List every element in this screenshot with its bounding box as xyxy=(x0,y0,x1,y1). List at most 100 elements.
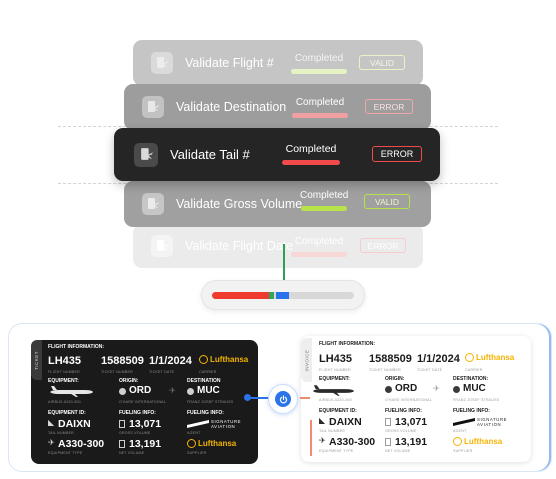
equipment-type-label: EQUIPMENT TYPE xyxy=(48,451,83,455)
net-volume: 13,191 xyxy=(395,436,428,448)
tail-number: DAIXN xyxy=(329,416,362,428)
validation-title: Validate Gross Volume xyxy=(176,197,303,211)
validation-status: Completed xyxy=(300,190,349,201)
net-volume: 13,191 xyxy=(129,438,162,450)
flight-info-header: FLIGHT INFORMATION: xyxy=(319,341,376,347)
destination-code: MUC xyxy=(463,383,486,394)
agent-name: SIGNATURE AVIATION xyxy=(211,419,242,429)
signature-aviation-logo-icon xyxy=(187,420,209,428)
connector-line xyxy=(283,244,285,280)
ticket-date-label: TICKET DATE xyxy=(417,368,443,372)
ticket-connector-line xyxy=(247,397,269,399)
supplier-label: SUPPLIER xyxy=(187,451,207,455)
flight-number: LH435 xyxy=(319,353,353,365)
validation-row-flight-number[interactable]: Validate Flight # Completed VALID xyxy=(133,40,423,86)
ticket-connector-dot xyxy=(244,394,251,401)
fuel-doc-icon xyxy=(385,418,391,426)
progress-track xyxy=(212,292,354,299)
validation-row-gross-volume[interactable]: Validate Gross Volume Completed VALID xyxy=(124,181,431,227)
lufthansa-logo-icon xyxy=(199,355,208,364)
carrier-name: Lufthansa xyxy=(210,355,249,364)
status-bar-error xyxy=(292,113,348,118)
document-plane-icon xyxy=(142,96,164,118)
supplier-name: Lufthansa xyxy=(198,439,237,448)
origin-header: ORIGIN: xyxy=(119,378,139,384)
tail-number-label: TAIL NUMBER xyxy=(48,431,74,435)
flight-number: LH435 xyxy=(48,355,82,367)
equipment-type-label: EQUIPMENT TYPE xyxy=(319,449,354,453)
ticket-number-label: TICKET NUMBER xyxy=(101,370,133,374)
agent-name: SIGNATURE AVIATION xyxy=(477,417,508,427)
validation-row-tail-number[interactable]: Validate Tail # Completed ERROR xyxy=(114,128,440,181)
origin-label: O'HARE INTERNATIONAL xyxy=(119,400,166,404)
status-badge-error: ERROR xyxy=(360,238,406,253)
destination-code: MUC xyxy=(197,385,220,396)
globe-icon xyxy=(453,386,460,393)
net-volume-label: NET VOLUME xyxy=(385,449,411,453)
document-plane-icon xyxy=(134,142,158,167)
tail-icon: ◣ xyxy=(319,416,326,425)
destination-header: DESTINATION xyxy=(187,378,221,384)
status-badge-valid: VALID xyxy=(359,55,405,70)
status-bar-valid xyxy=(301,206,348,211)
supplier-name: Lufthansa xyxy=(464,437,503,446)
airplane-icon xyxy=(50,386,93,397)
tail-number: DAIXN xyxy=(58,418,91,430)
fuel-doc-icon xyxy=(119,440,125,448)
equipment-id-header: EQUIPMENT ID: xyxy=(319,408,357,414)
status-badge-error: ERROR xyxy=(372,146,422,162)
equipment-header: EQUIPMENT: xyxy=(319,376,350,382)
origin-code: ORD xyxy=(129,385,152,396)
agent-header: FUELING INFO: xyxy=(187,410,224,416)
ticket-number-label: TICKET NUMBER xyxy=(369,368,401,372)
document-plane-icon xyxy=(151,52,173,74)
progress-pill xyxy=(201,280,365,310)
fuel-doc-icon xyxy=(385,438,391,446)
validation-row-flight-date[interactable]: Validate Flight Date Completed ERROR xyxy=(133,224,423,268)
globe-icon xyxy=(119,388,126,395)
agent-label: AGENT xyxy=(453,429,467,433)
ticket-date-label: TICKET DATE xyxy=(149,370,175,374)
fuel-doc-icon xyxy=(119,420,125,428)
validation-status: Completed xyxy=(285,143,337,155)
ticket-tag: TICKET xyxy=(31,340,42,380)
lufthansa-logo-icon xyxy=(465,353,474,362)
carrier-label: CARRIER xyxy=(199,370,217,374)
match-node[interactable] xyxy=(268,384,298,414)
invoice-connector-line xyxy=(300,397,310,399)
flight-info-header: FLIGHT INFORMATION: xyxy=(48,344,105,350)
status-bar-valid xyxy=(291,69,347,74)
status-bar-error xyxy=(282,160,340,165)
validation-title: Validate Tail # xyxy=(170,147,250,162)
plane-arrow-icon: ✈ xyxy=(433,384,440,393)
aircraft-type-icon: ✈ xyxy=(319,436,326,445)
equipment-label: AIRBUS A330-300 xyxy=(48,400,81,404)
signature-aviation-logo-icon xyxy=(453,418,475,426)
lufthansa-logo-icon xyxy=(453,437,462,446)
origin-header: ORIGIN: xyxy=(385,376,405,382)
validation-title: Validate Flight Date xyxy=(185,239,294,253)
invoice-bracket-line xyxy=(310,420,312,456)
gross-volume-label: GROSS VOLUME xyxy=(119,431,151,435)
lufthansa-logo-icon xyxy=(187,439,196,448)
progress-segment-valid xyxy=(268,292,275,299)
ticket-card[interactable]: TICKET FLIGHT INFORMATION: LH435 FLIGHT … xyxy=(31,340,258,464)
equipment-label: AIRBUS A330-300 xyxy=(319,398,352,402)
validation-status: Completed xyxy=(294,53,344,64)
net-volume-label: NET VOLUME xyxy=(119,451,145,455)
progress-segment-error xyxy=(212,292,269,299)
agent-label: AGENT xyxy=(187,431,201,435)
comparison-container xyxy=(8,323,552,472)
tail-number-label: TAIL NUMBER xyxy=(319,429,345,433)
origin-code: ORD xyxy=(395,383,418,394)
origin-label: O'HARE INTERNATIONAL xyxy=(385,398,432,402)
destination-label: FRANZ JOSEF STRAUSS xyxy=(453,398,500,402)
carrier-label: CARRIER xyxy=(465,368,483,372)
validation-row-destination[interactable]: Validate Destination Completed ERROR xyxy=(124,84,431,130)
invoice-tag: INVOICE xyxy=(301,338,312,382)
ticket-number: 1588509 xyxy=(369,353,412,365)
invoice-card[interactable]: INVOICE FLIGHT INFORMATION: LH435 FLIGHT… xyxy=(301,336,531,462)
globe-icon xyxy=(385,386,392,393)
aircraft-type-icon: ✈ xyxy=(48,438,55,447)
document-plane-icon xyxy=(151,235,173,257)
